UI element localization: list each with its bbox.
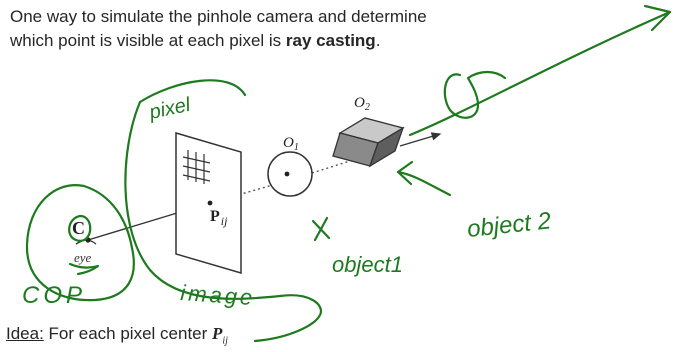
ray-line-beyond — [399, 132, 442, 147]
cube-pointer-arrow — [396, 170, 452, 197]
pixel-center-point — [207, 200, 213, 206]
pixel-grid-icon — [182, 150, 211, 184]
idea-line: Idea: For each pixel center Pij — [6, 323, 228, 352]
object-o2-cube — [332, 117, 405, 168]
intro-text: One way to simulate the pinhole camera a… — [10, 7, 427, 50]
handwritten-annotations — [25, 4, 672, 343]
c-circle — [68, 214, 92, 242]
image-plane-loop-top — [138, 79, 247, 104]
annotation-object1: object1 — [332, 252, 403, 277]
annotation-cop: COP — [22, 282, 86, 309]
idea-text: For each pixel center — [43, 324, 213, 343]
object-o1-sphere — [267, 151, 313, 197]
label-O2: O2 — [354, 95, 370, 113]
ray-line-dotted — [209, 179, 291, 204]
x-mark — [311, 216, 331, 242]
cop-loop — [25, 184, 135, 302]
ray-line-between-objects — [311, 160, 351, 174]
label-C: C — [72, 218, 85, 238]
idea-label: Idea: — [6, 324, 44, 343]
annotation-image: image — [180, 280, 256, 310]
ray-loop — [443, 70, 507, 119]
long-arrow-head — [643, 4, 672, 32]
idea-pij: Pij — [212, 324, 228, 347]
label-O1: O1 — [283, 135, 299, 153]
label-eye: eye — [74, 250, 92, 265]
cube-pointer-head — [396, 160, 414, 186]
image-plane — [175, 131, 242, 275]
long-arrow — [408, 10, 672, 137]
intro-bold-term: ray casting — [285, 31, 376, 50]
intro-period: . — [375, 31, 381, 50]
annotation-object2: object 2 — [466, 207, 552, 243]
annotation-pixel: pixel — [146, 94, 192, 124]
intro-paragraph: One way to simulate the pinhole camera a… — [10, 5, 465, 53]
label-Pij: Pij — [210, 208, 228, 228]
image-plane-loop — [124, 100, 323, 343]
eye-scribble — [68, 262, 100, 276]
